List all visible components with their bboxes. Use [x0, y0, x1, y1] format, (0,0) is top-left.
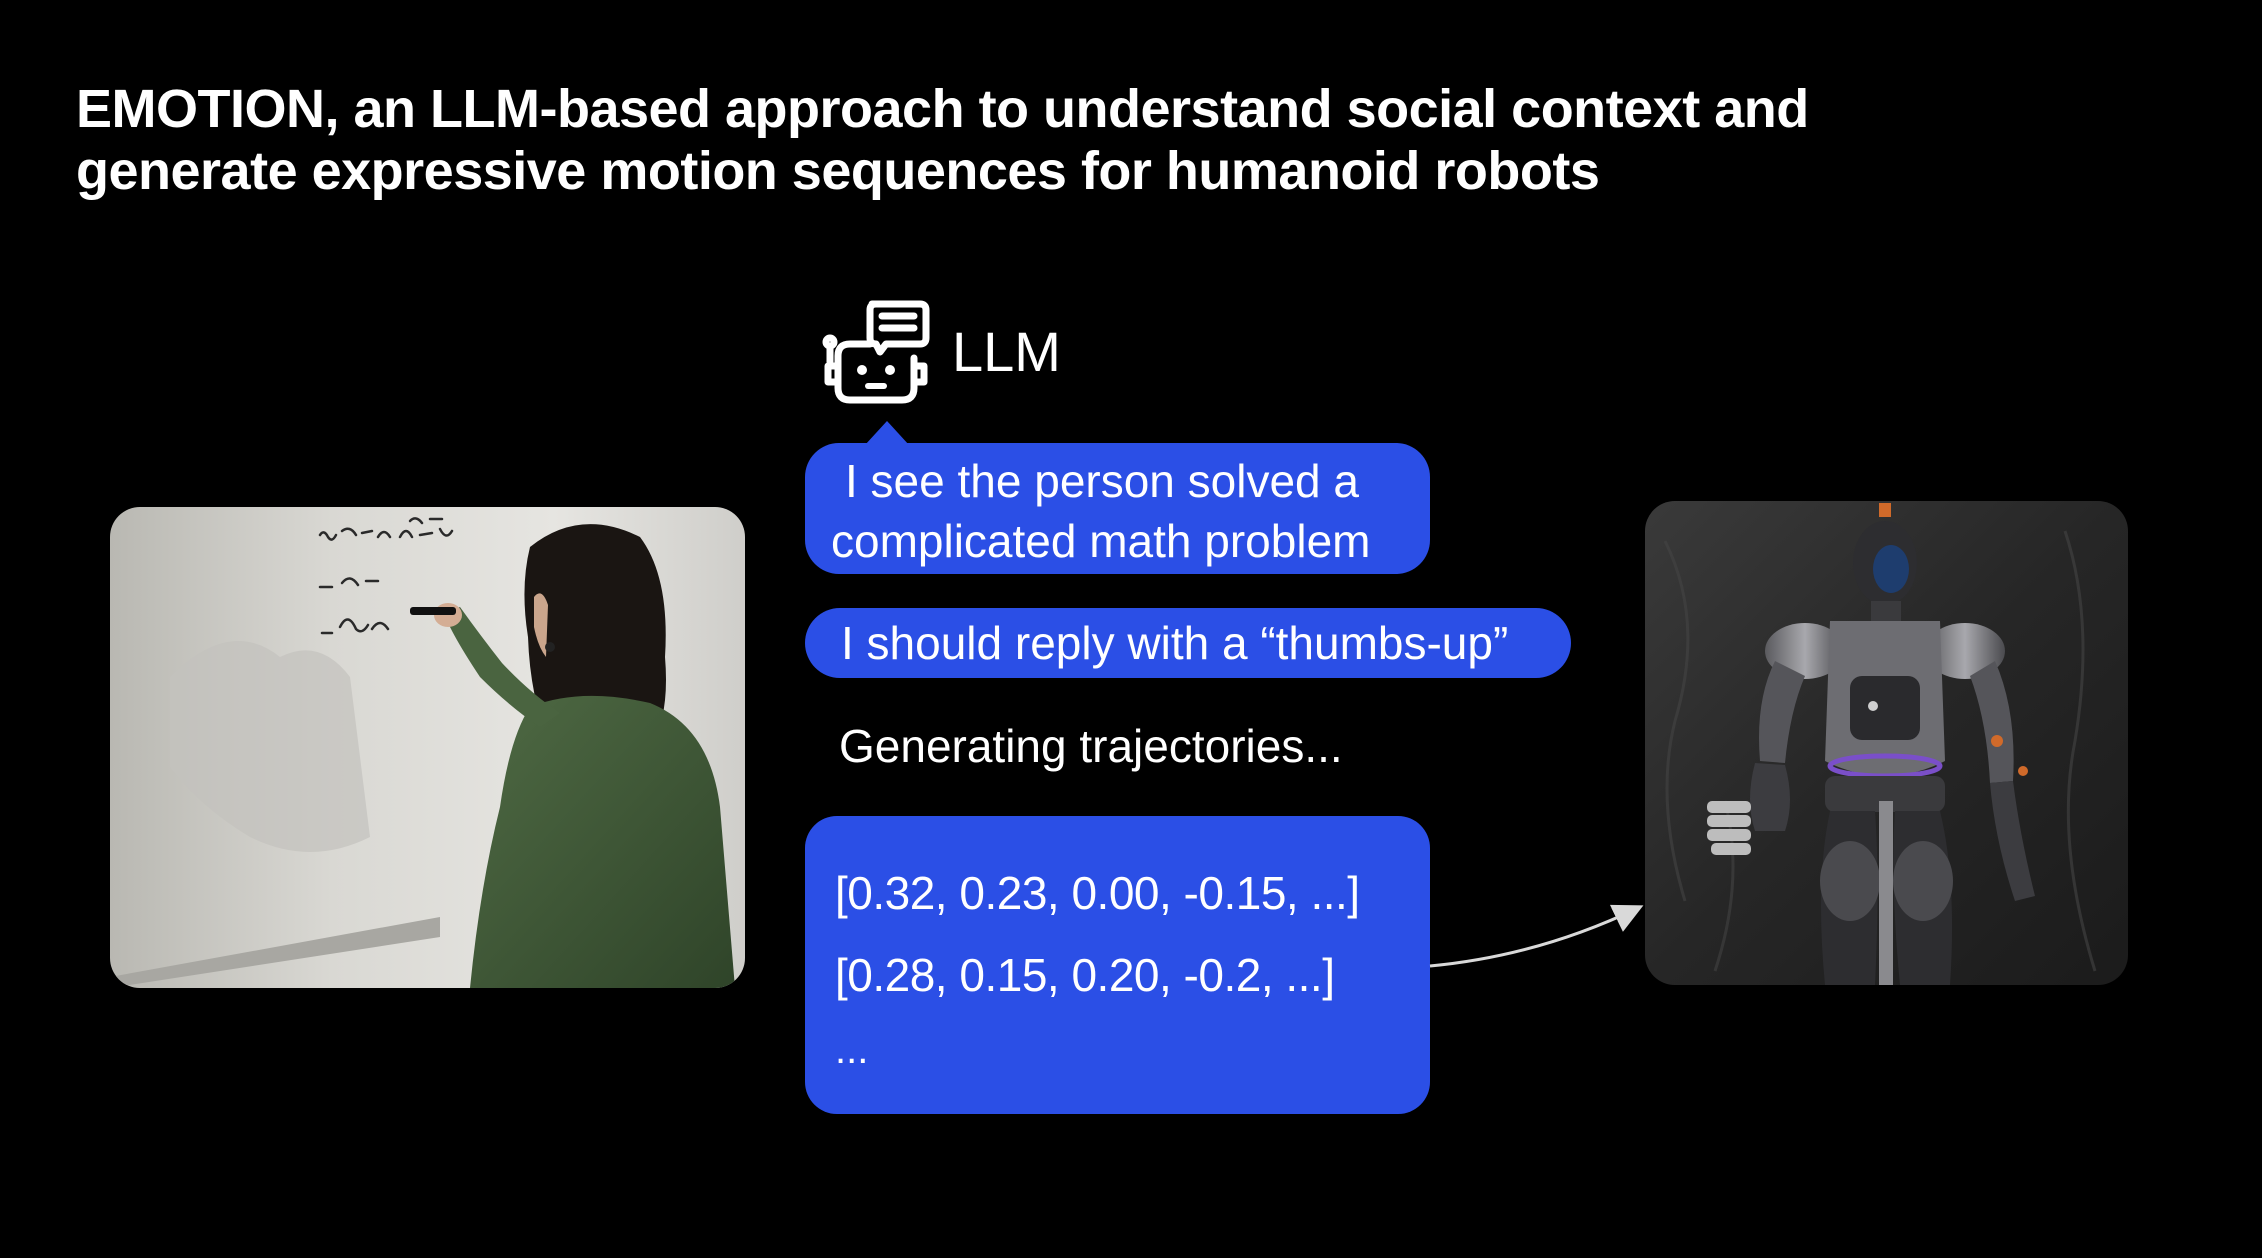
trajectory-line-1: [0.32, 0.23, 0.00, -0.15, ...]: [835, 867, 1360, 919]
slide-title: EMOTION, an LLM-based approach to unders…: [76, 78, 2176, 202]
observation-line-1: I see the person solved a: [845, 455, 1359, 507]
observation-line-2: complicated math problem: [831, 515, 1371, 567]
bubble-tail: [865, 421, 909, 445]
whiteboard-photo: [110, 507, 745, 988]
llm-header: LLM: [820, 296, 1061, 406]
trajectory-line-2: [0.28, 0.15, 0.20, -0.2, ...]: [835, 949, 1335, 1001]
humanoid-robot-image: [1645, 501, 2128, 985]
title-line-2: generate expressive motion sequences for…: [76, 141, 1600, 201]
whiteboard-scene-image: [110, 507, 745, 988]
title-line-1: EMOTION, an LLM-based approach to unders…: [76, 79, 1809, 139]
decision-bubble: I should reply with a “thumbs-up”: [805, 608, 1571, 678]
llm-label: LLM: [952, 319, 1061, 383]
generating-status: Generating trajectories...: [839, 720, 1343, 772]
output-arrow: [1429, 904, 1644, 968]
observation-bubble: I see the person solved a complicated ma…: [805, 421, 1430, 574]
robot-photo: [1645, 501, 2128, 985]
robot-chat-icon: [822, 300, 930, 404]
trajectory-ellipsis: ...: [835, 1028, 869, 1072]
trajectory-bubble: [0.32, 0.23, 0.00, -0.15, ...] [0.28, 0.…: [805, 816, 1430, 1114]
